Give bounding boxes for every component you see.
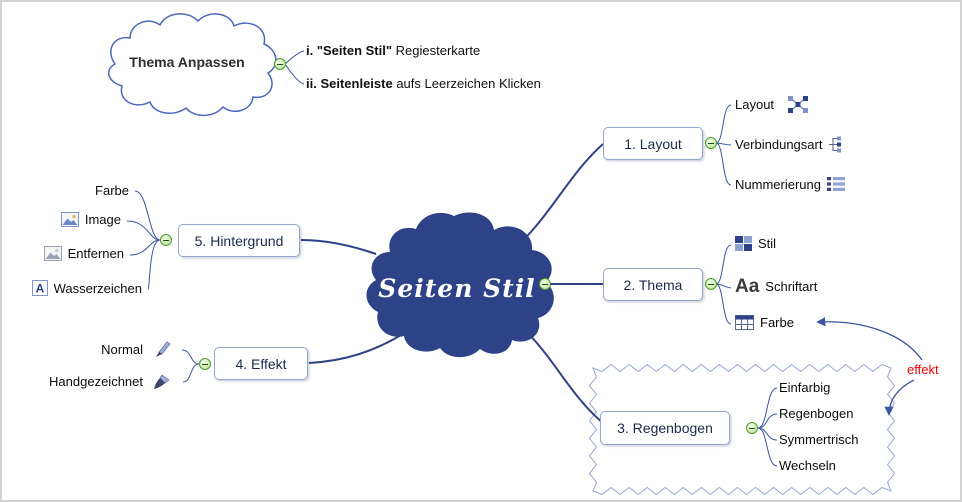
note-1-bold: "Seiten Stil" (316, 43, 393, 58)
note-line-1[interactable]: i. "Seiten Stil" Regiesterkarte (306, 43, 480, 58)
central-topic-shape (366, 212, 554, 358)
note-1-prefix: i. (306, 43, 317, 58)
subtopic-farbe-hintergrund[interactable]: Farbe (95, 183, 129, 198)
rainbow-group-border (588, 363, 896, 496)
branch-label: 3. Regenbogen (617, 420, 713, 436)
subtopic-label: Wasserzeichen (53, 280, 142, 296)
branch-node-hintergrund[interactable]: 5. Hintergrund (178, 224, 300, 257)
subtopic-verbindungsart[interactable]: Verbindungsart (735, 136, 845, 153)
font-icon: Aa (735, 276, 760, 297)
annotation-effekt[interactable]: effekt (907, 362, 939, 377)
subtopic-label: Stil (758, 236, 777, 251)
subtopic-layout[interactable]: Layout (735, 96, 809, 113)
collapse-toggle-regenbogen[interactable] (746, 422, 758, 434)
subtopic-label: Image (84, 212, 121, 227)
subtopic-nummerierung[interactable]: Nummerierung (735, 176, 845, 192)
branch-node-layout[interactable]: 1. Layout (603, 127, 703, 160)
central-topic[interactable]: Seiten Stil (378, 273, 536, 303)
subtopic-label: Einfarbig (779, 380, 831, 395)
remove-image-icon (43, 246, 62, 261)
layout-icon (788, 96, 809, 113)
subtopic-farbe-thema[interactable]: Farbe (735, 315, 794, 330)
subtopic-image[interactable]: Image (60, 212, 121, 227)
subtopic-label: Schriftart (765, 279, 818, 294)
branch-label: 4. Effekt (235, 355, 287, 372)
color-table-icon (735, 315, 754, 330)
note-line-2[interactable]: ii. Seitenleiste aufs Leerzeichen Klicke… (306, 76, 541, 91)
brush-icon (153, 373, 171, 390)
note-2-bold: Seitenleiste (320, 76, 393, 91)
subtopic-label: Entfernen (67, 246, 124, 261)
connection-type-icon (828, 136, 845, 153)
branch-node-regenbogen[interactable]: 3. Regenbogen (600, 411, 730, 445)
branch-node-effekt[interactable]: 4. Effekt (214, 347, 308, 380)
collapse-toggle-floating-topic[interactable] (274, 58, 286, 70)
collapse-toggle-layout[interactable] (705, 137, 717, 149)
subtopic-normal[interactable]: Normal (101, 341, 171, 358)
subtopic-regenbogen[interactable]: Regenbogen (779, 406, 853, 421)
note-2-rest: aufs Leerzeichen Klicken (392, 76, 541, 91)
branch-label: 2. Thema (623, 276, 683, 293)
watermark-icon: A (31, 280, 48, 296)
note-2-prefix: ii. (306, 76, 321, 91)
subtopic-label: Verbindungsart (735, 137, 823, 152)
branch-label: 5. Hintergrund (194, 232, 284, 249)
branch-label: 1. Layout (624, 135, 682, 152)
collapse-toggle-central[interactable] (539, 278, 551, 290)
collapse-toggle-hintergrund[interactable] (160, 234, 172, 246)
subtopic-label: Normal (101, 342, 143, 357)
subtopic-label: Symmertrisch (779, 432, 859, 447)
subtopic-schriftart[interactable]: Aa Schriftart (735, 277, 817, 296)
subtopic-handgezeichnet[interactable]: Handgezeichnet (49, 373, 171, 390)
subtopic-label: Regenbogen (779, 406, 854, 421)
subtopic-wechseln[interactable]: Wechseln (779, 458, 836, 473)
note-1-rest: Regiesterkarte (392, 43, 481, 58)
collapse-toggle-thema[interactable] (705, 278, 717, 290)
numbering-icon (826, 176, 845, 192)
branch-node-thema[interactable]: 2. Thema (603, 268, 703, 301)
subtopic-label: Farbe (760, 315, 794, 330)
collapse-toggle-effekt[interactable] (199, 358, 211, 370)
image-icon (60, 212, 79, 227)
style-grid-icon (735, 236, 752, 251)
pen-icon (153, 341, 171, 358)
annotation-arrows (816, 317, 923, 416)
cloud-shape (107, 13, 277, 117)
subtopic-wasserzeichen[interactable]: A Wasserzeichen (31, 280, 142, 296)
subtopic-stil[interactable]: Stil (735, 236, 776, 251)
subtopic-label: Layout (735, 97, 775, 112)
floating-topic[interactable]: Thema Anpassen (129, 54, 245, 70)
subtopic-label: Wechseln (779, 458, 836, 473)
svg-text:A: A (35, 282, 44, 296)
subtopic-label: Farbe (95, 183, 129, 198)
subtopic-label: Nummerierung (735, 176, 821, 192)
subtopic-connectors (126, 50, 778, 467)
subtopic-symmertrisch[interactable]: Symmertrisch (779, 432, 858, 447)
subtopic-einfarbig[interactable]: Einfarbig (779, 380, 830, 395)
subtopic-entfernen[interactable]: Entfernen (43, 246, 124, 261)
subtopic-label: Handgezeichnet (49, 374, 143, 389)
